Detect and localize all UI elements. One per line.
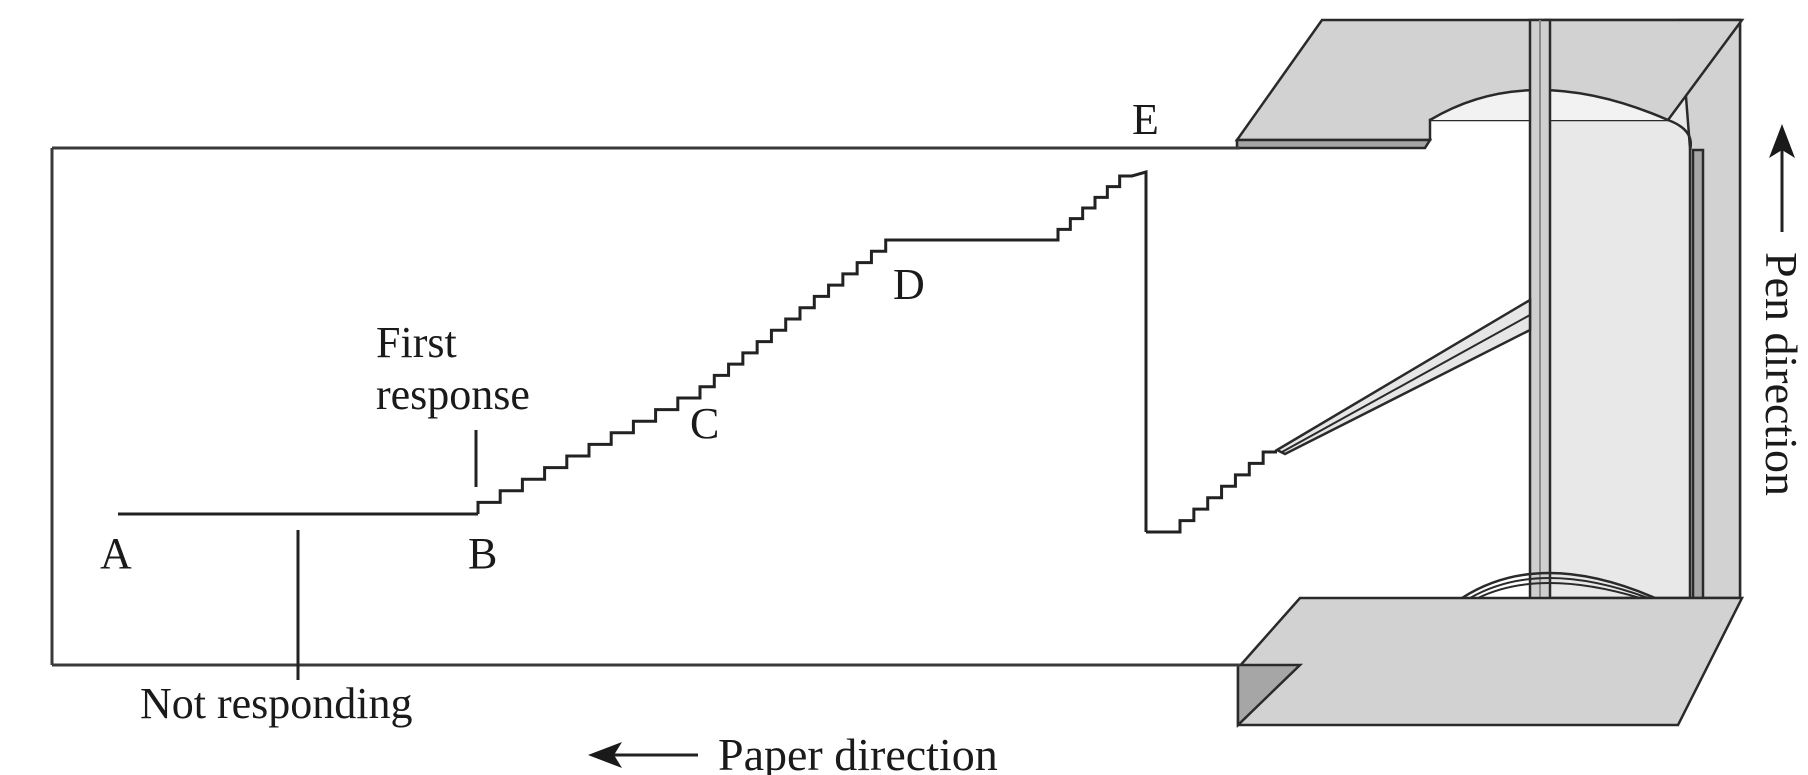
paper-direction-indicator: Paper direction	[588, 729, 998, 775]
cumulative-record	[118, 170, 1277, 534]
pen-direction-label: Pen direction	[1756, 252, 1807, 496]
pen-arm-center	[1281, 314, 1531, 453]
drum-inner-edge	[1667, 118, 1692, 151]
pen-arm	[1274, 297, 1532, 456]
drum-bottom-arc-2	[1469, 577, 1649, 599]
pen-direction-indicator: Pen direction	[1756, 124, 1807, 496]
paper-strip	[50, 146, 1240, 667]
record-reset-segment	[1146, 450, 1277, 534]
point-label-d: D	[893, 260, 925, 309]
point-label-b: B	[468, 529, 497, 578]
drum-bottom-arc-1	[1461, 571, 1656, 600]
recorder-bottom-plate	[1236, 596, 1745, 727]
first-response-label-line2: response	[376, 370, 530, 419]
first-response-label-line1: First	[376, 318, 457, 367]
record-step-segment	[476, 170, 1148, 532]
paper-direction-arrow-icon	[588, 742, 622, 768]
drum-bottom-arc-3	[1477, 582, 1641, 599]
pen-direction-arrow-icon	[1769, 124, 1795, 158]
point-label-c: C	[690, 399, 719, 448]
recorder-device	[1234, 18, 1745, 728]
not-responding-label: Not responding	[140, 679, 413, 728]
recorder-side-wall	[1678, 18, 1742, 600]
bottom-plate-shadow	[1236, 663, 1304, 728]
point-label-e: E	[1132, 95, 1159, 144]
recorder-side-edge	[1691, 148, 1705, 600]
point-label-a: A	[100, 529, 132, 578]
paper-direction-label: Paper direction	[718, 729, 998, 775]
top-plate-edge	[1235, 138, 1433, 150]
